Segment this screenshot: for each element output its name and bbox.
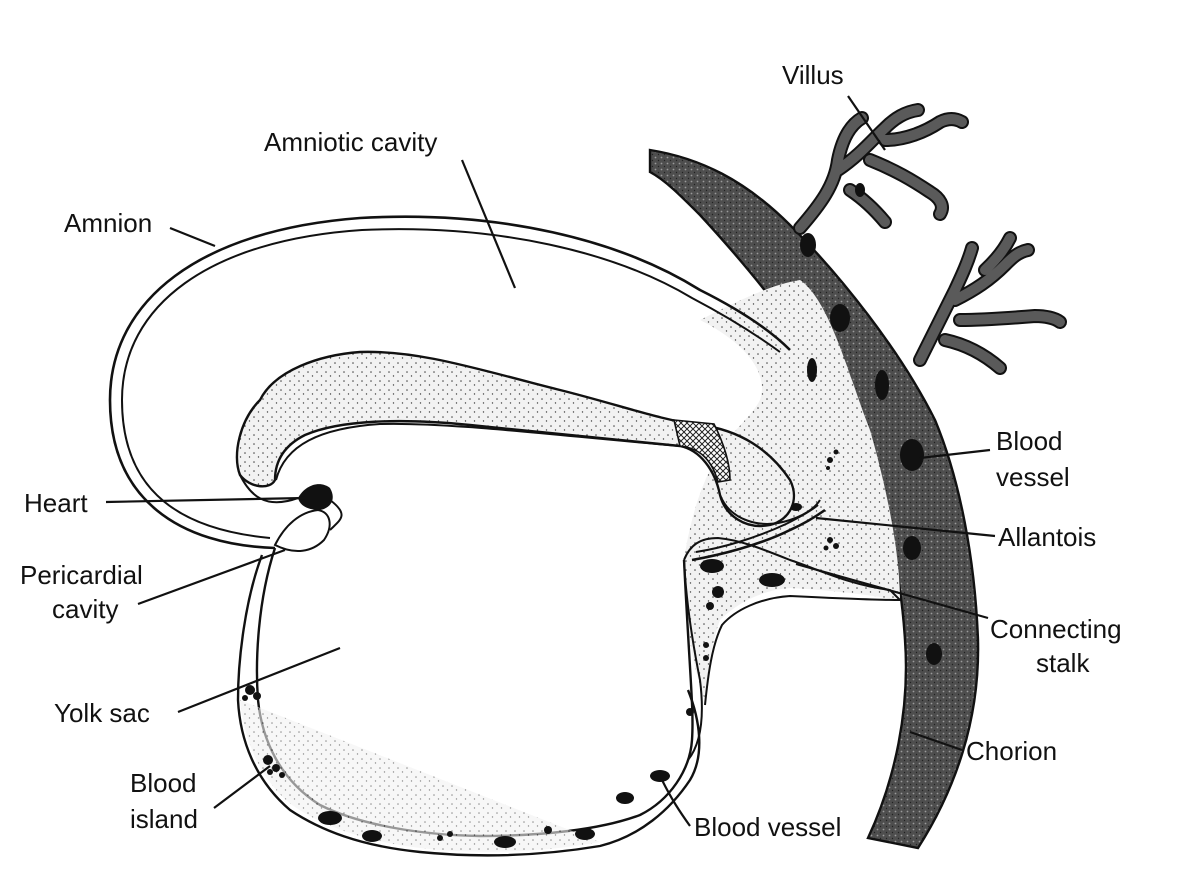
label-chorion: Chorion	[966, 736, 1057, 766]
heart	[298, 484, 333, 510]
chorion-blood-vessels	[800, 183, 942, 665]
leader-blood-vessel-right	[919, 448, 991, 460]
leader-blood-vessel-bottom	[661, 779, 691, 827]
allantois	[691, 504, 826, 562]
label-blood-island-line1: Blood	[130, 768, 197, 798]
leader-blood-island	[213, 765, 271, 809]
label-blood-vessel-bottom: Blood vessel	[694, 812, 841, 842]
label-heart: Heart	[24, 488, 88, 518]
label-blood-vessel-right-line2: vessel	[996, 462, 1070, 492]
label-amnion: Amnion	[64, 208, 152, 238]
blood-island	[242, 685, 285, 778]
leader-heart	[105, 496, 306, 504]
leader-chorion	[909, 730, 963, 752]
labels: Villus Amniotic cavity Amnion Heart Peri…	[20, 60, 1122, 842]
villus-lower	[913, 231, 1067, 375]
yolk-sac-blood-vessels	[318, 708, 694, 848]
leader-amniotic-cavity	[460, 159, 517, 289]
leader-yolk-sac	[177, 646, 341, 714]
label-villus: Villus	[782, 60, 844, 90]
label-connecting-stalk-line2: stalk	[1036, 648, 1090, 678]
amnion	[108, 215, 791, 550]
leader-pericardial-cavity	[137, 548, 286, 606]
label-yolk-sac: Yolk sac	[54, 698, 150, 728]
label-allantois: Allantois	[998, 522, 1096, 552]
embryonic-disc	[235, 350, 821, 528]
label-connecting-stalk-line1: Connecting	[990, 614, 1122, 644]
leader-connecting-stalk	[795, 562, 989, 620]
label-pericardial-cavity-line1: Pericardial	[20, 560, 143, 590]
villus-upper	[793, 103, 969, 235]
label-blood-vessel-right-line1: Blood	[996, 426, 1063, 456]
label-pericardial-cavity-line2: cavity	[52, 594, 118, 624]
leader-villus	[847, 95, 886, 151]
label-amniotic-cavity: Amniotic cavity	[264, 127, 437, 157]
leader-amnion	[169, 226, 216, 248]
leader-allantois	[815, 516, 996, 538]
label-blood-island-line2: island	[130, 804, 198, 834]
leader-lines	[105, 95, 996, 827]
